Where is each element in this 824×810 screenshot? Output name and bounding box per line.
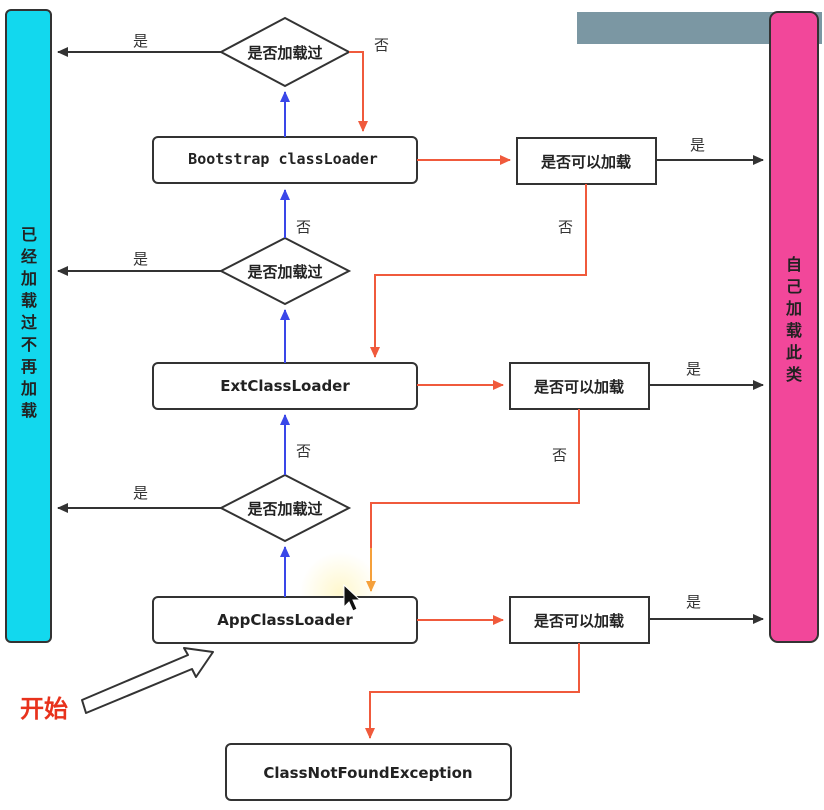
svg-text:是否可以加载: 是否可以加载 <box>533 612 624 630</box>
svg-text:AppClassLoader: AppClassLoader <box>217 611 353 629</box>
start-label: 开始 <box>20 695 68 723</box>
bootstrap-classloader-box: Bootstrap classLoader <box>152 136 418 184</box>
label-no-blue-1: 否 <box>296 218 311 236</box>
label-no-blue-2: 否 <box>296 442 311 460</box>
diamond-app: 是否加载过 <box>218 473 352 543</box>
label-no-top: 否 <box>374 36 389 54</box>
svg-text:是否可以加载: 是否可以加载 <box>533 378 624 396</box>
check-box-ext: 是否可以加载 <box>509 362 650 410</box>
svg-text:已经加载过不再加载: 已经加载过不再加载 <box>20 225 37 420</box>
svg-text:是否可以加载: 是否可以加载 <box>540 153 631 171</box>
check-box-app: 是否可以加载 <box>509 596 650 644</box>
label-no-check1: 否 <box>558 218 573 236</box>
svg-text:Bootstrap classLoader: Bootstrap classLoader <box>188 150 378 168</box>
app-classloader-box: AppClassLoader <box>152 596 418 644</box>
svg-text:是否加载过: 是否加载过 <box>246 500 322 518</box>
label-yes-left-3: 是 <box>133 484 148 502</box>
arrow-red-diamond-to-bootstrap <box>349 51 368 132</box>
label-no-check2: 否 <box>552 446 567 464</box>
diamond-ext: 是否加载过 <box>218 236 352 306</box>
label-yes-right-2: 是 <box>686 360 701 378</box>
svg-text:是否加载过: 是否加载过 <box>246 44 322 62</box>
label-yes-right-3: 是 <box>686 593 701 611</box>
svg-text:ExtClassLoader: ExtClassLoader <box>220 377 350 395</box>
svg-text:是否加载过: 是否加载过 <box>246 263 322 281</box>
svg-text:自己加载此类: 自己加载此类 <box>785 255 803 384</box>
label-yes-left-2: 是 <box>133 250 148 268</box>
label-yes-right-1: 是 <box>690 136 705 154</box>
check-box-bootstrap: 是否可以加载 <box>516 137 657 185</box>
label-yes-left-1: 是 <box>133 32 148 50</box>
svg-text:ClassNotFoundException: ClassNotFoundException <box>263 764 472 782</box>
right-bar-label: 自己加载此类 <box>785 255 803 384</box>
ext-classloader-box: ExtClassLoader <box>152 362 418 410</box>
mouse-cursor-icon <box>343 583 362 612</box>
diamond-bootstrap: 是否加载过 <box>218 16 352 88</box>
right-bar <box>769 11 819 643</box>
left-bar-label: 已经加载过不再加载 <box>20 225 37 420</box>
class-not-found-box: ClassNotFoundException <box>225 743 512 801</box>
arrow-red-check1-to-ext <box>370 184 587 358</box>
arrow-red-check3-to-exception <box>365 643 580 739</box>
arrow-red-check2-to-app <box>370 409 580 548</box>
start-arrow <box>81 647 214 714</box>
left-bar <box>5 9 52 643</box>
